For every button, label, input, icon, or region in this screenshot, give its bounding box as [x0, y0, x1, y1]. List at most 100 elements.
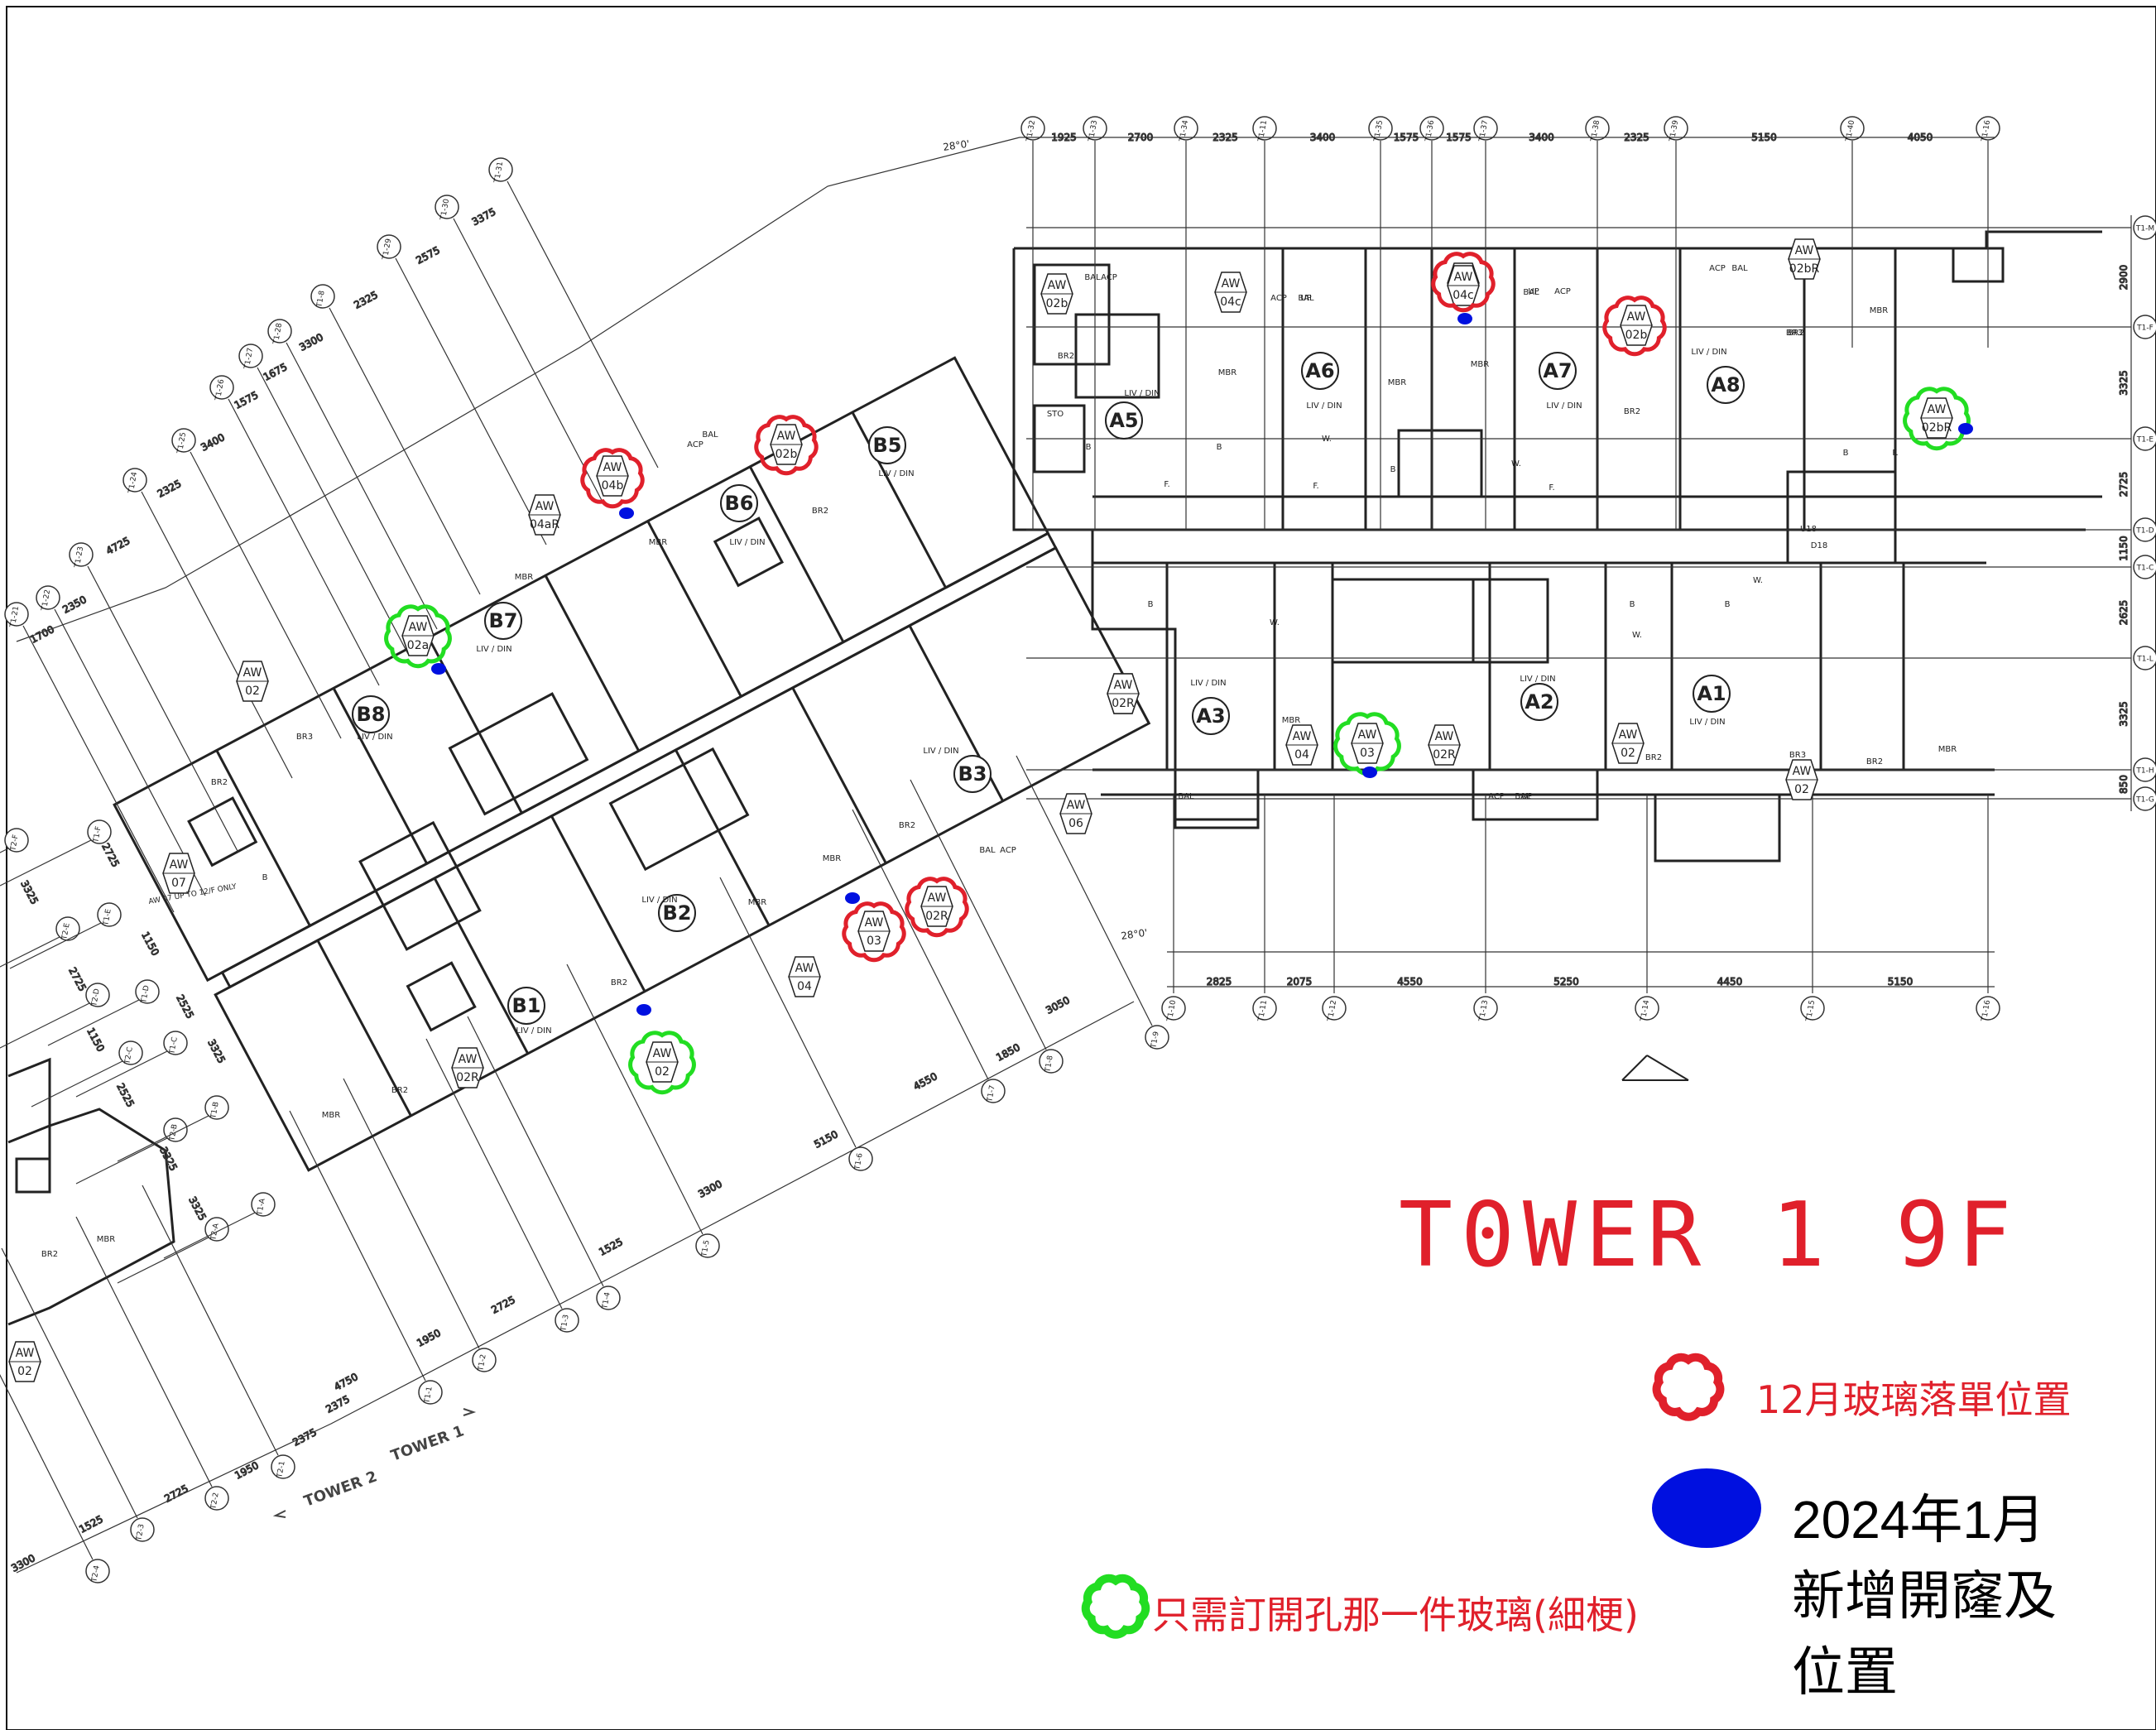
grid-bubble-lower: T2-1: [271, 1454, 295, 1479]
grid-bubble-circle: [1840, 116, 1865, 141]
room-label: LIV / DIN: [1190, 679, 1226, 688]
grid-line: [190, 451, 342, 739]
grid-line: [87, 565, 239, 853]
dimension-label: 2525: [174, 992, 196, 1021]
grid-bubble-label: T1-5: [700, 1239, 712, 1258]
grid-bubble-circle: [122, 468, 147, 493]
grid-bubble-upper: T1-27: [238, 344, 263, 371]
room-label: B: [1630, 600, 1635, 609]
wall-outlines-diagonal: [113, 356, 1151, 1172]
dimension-label: 4750: [332, 1371, 360, 1393]
grid-bubble-left: T1-B: [204, 1095, 229, 1120]
aw-tag-bottom: 03: [867, 935, 881, 948]
room-label: B: [1390, 465, 1396, 474]
grid-bubble-label: T1-L: [2136, 656, 2154, 664]
grid-bubble-circle: [87, 819, 112, 844]
grid-bubble-label: T1-27: [243, 348, 256, 371]
room-label: UP: [1528, 287, 1539, 296]
grid-bubble-label: T1-2: [477, 1353, 488, 1372]
grid-bubble-circle: [238, 344, 263, 368]
room-label: BR2: [1645, 753, 1662, 762]
dimension-label: 5150: [1751, 132, 1777, 143]
grid-bubble-left: T2-A: [204, 1217, 229, 1242]
aw-tag-bottom: 02bR: [1789, 262, 1820, 276]
room-label: LIV / DIN: [729, 538, 765, 547]
grid-bubble-circle: [1976, 996, 2000, 1021]
aw-tag-bottom: 02R: [925, 910, 948, 923]
grid-bubble-bottom: T1-15: [1800, 996, 1825, 1023]
aw-tag-bottom: 04aR: [530, 518, 559, 531]
grid-line: [425, 1038, 563, 1310]
aw-tag-top: AW: [1293, 730, 1312, 743]
grid-bubble-upper: T1-24: [122, 468, 147, 495]
dimension-label: 2700: [1128, 132, 1154, 143]
dimension-label: 4725: [104, 535, 132, 557]
unit-b6: B6: [720, 484, 758, 522]
aw-tag-bottom: 02: [17, 1365, 32, 1378]
unit-a5: A5: [1105, 401, 1143, 440]
room-label: UP: [1521, 792, 1532, 801]
unit-a8: A8: [1707, 366, 1745, 404]
aw-tag-top: AW: [243, 666, 262, 680]
aw-tag-bottom: 04: [797, 980, 812, 993]
grid-bubble-circle: [1145, 1025, 1169, 1050]
grid-bubble-lower: T1-4: [596, 1285, 621, 1310]
grid-bubble-label: T1-31: [493, 161, 506, 185]
grid-bubble-circle: [85, 983, 110, 1007]
aw-tag-top: AW: [777, 430, 796, 443]
room-label: UP: [1300, 294, 1311, 303]
dimension-label: 1575: [233, 389, 261, 411]
grid-bubble-upper: T1-31: [488, 157, 513, 185]
grid-bubble-circle: [204, 1095, 229, 1120]
grid-bubble-label: T1-8: [1044, 1055, 1055, 1074]
legend-blue-dot-icon: [1652, 1468, 1761, 1548]
grid-bubble-label: T1-F: [92, 826, 103, 844]
aw-tag-top: AW: [1114, 679, 1133, 692]
grid-bubble-circle: [848, 1146, 873, 1171]
grid-bubble-circle: [2133, 646, 2156, 670]
dimension-label: 4050: [1908, 132, 1933, 143]
grid-bubble-label: T1-E: [102, 908, 113, 927]
room-label: BR2: [899, 821, 915, 830]
room-label: ACP: [1270, 294, 1287, 303]
dimension-label: 3400: [199, 431, 227, 454]
dimension-label: 1700: [28, 623, 56, 646]
room-label: BR3: [1789, 751, 1806, 760]
aw-tag-top: AW: [795, 962, 814, 975]
grid-bubble-circle: [1161, 996, 1186, 1021]
unit-label: B5: [873, 434, 902, 457]
unit-circle: [1520, 683, 1558, 721]
dimension-label: 2725: [66, 965, 89, 993]
grid-bubble-circle: [2133, 215, 2156, 240]
red-cloud-marker: [905, 877, 969, 938]
dimension-label: 1150: [84, 1026, 107, 1054]
grid-line: [852, 809, 989, 1080]
dimension-label: 5150: [812, 1128, 840, 1151]
aw-tag-top: AW: [653, 1047, 672, 1060]
grid-bubble-circle: [418, 1380, 443, 1405]
grid-line: [142, 1185, 279, 1456]
green-cloud-marker: [384, 604, 452, 669]
grid-bubble-label: T1-24: [127, 471, 140, 495]
room-label: LIV / DIN: [923, 747, 958, 756]
aw-tag-bottom: 04: [1294, 748, 1309, 762]
grid-bubble-circle: [85, 1559, 110, 1583]
room-label: W.: [1632, 631, 1642, 640]
grid-bubble-circle: [1419, 116, 1444, 141]
blue-dot-marker: [636, 1004, 651, 1016]
room-label: BR2: [391, 1086, 408, 1095]
left-fragment: [7, 1057, 175, 1326]
grid-bubble-circle: [377, 234, 401, 259]
room-label: BR3: [296, 733, 313, 742]
dimension-label: 1150: [2118, 536, 2130, 561]
room-label: B: [1725, 600, 1731, 609]
grid-bubble-circle: [251, 1192, 276, 1217]
dimension-label: 3300: [696, 1178, 724, 1200]
unit-label: B2: [663, 901, 692, 925]
grid-bubble-circle: [1174, 116, 1198, 141]
